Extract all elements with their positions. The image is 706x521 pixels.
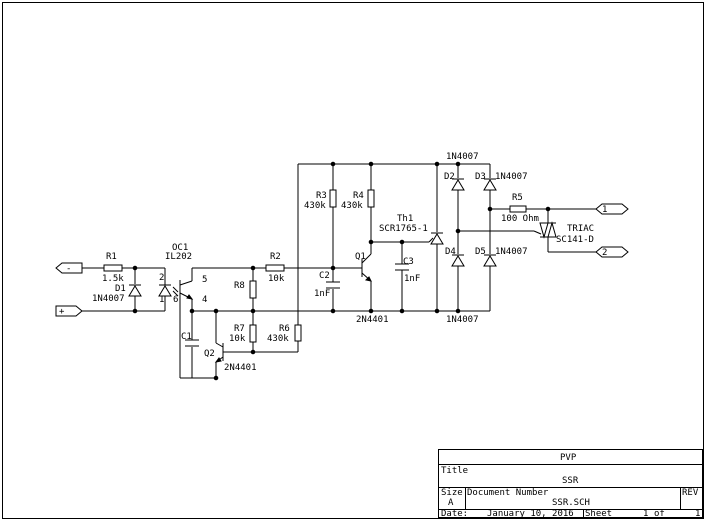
r6-ref: R6 bbox=[279, 324, 290, 334]
port-output-2-label: 2 bbox=[602, 248, 607, 258]
q2-ref: Q2 bbox=[204, 349, 215, 359]
r4-value: 430k bbox=[341, 201, 363, 211]
resistor-r8: R8 bbox=[234, 280, 257, 299]
d1-ref: D1 bbox=[115, 284, 126, 294]
c3-ref: C3 bbox=[403, 257, 414, 267]
title-block-sheet-of: of bbox=[654, 509, 665, 519]
title-block-doc-number-label: Document Number bbox=[467, 488, 549, 498]
title-block-title: SSR bbox=[562, 476, 579, 486]
title-block-company: PVP bbox=[560, 453, 577, 463]
resistor-r7: R7 10k bbox=[229, 324, 257, 344]
oc1-pin4: 4 bbox=[202, 295, 207, 305]
triac-value: SC141-D bbox=[556, 235, 594, 245]
capacitor-c2: C2 1nF bbox=[314, 271, 340, 299]
title-block-title-label: Title bbox=[441, 466, 468, 476]
title-block: PVP Title SSR Size A Document Number SSR… bbox=[438, 449, 703, 519]
port-output-1-label: 1 bbox=[602, 205, 607, 215]
c3-value: 1nF bbox=[404, 274, 420, 284]
scr-th1: Th1 SCR1765-1 bbox=[379, 214, 444, 245]
resistor-r1: R1 1.5k bbox=[102, 252, 124, 284]
junctions bbox=[132, 161, 551, 381]
diode-d3: D3 1N4007 bbox=[475, 172, 528, 191]
r3-ref: R3 bbox=[316, 191, 327, 201]
resistor-r3: R3 430k bbox=[304, 189, 337, 211]
port-input-minus: - bbox=[55, 262, 83, 274]
r7-ref: R7 bbox=[234, 324, 245, 334]
title-block-size-label: Size bbox=[441, 488, 463, 498]
r6-value: 430k bbox=[267, 334, 289, 344]
port-input-minus-label: - bbox=[66, 264, 71, 274]
resistor-r4: R4 430k bbox=[341, 189, 375, 211]
d1-value: 1N4007 bbox=[92, 294, 125, 304]
port-input-plus-label: + bbox=[59, 307, 65, 317]
r1-ref: R1 bbox=[106, 252, 117, 262]
q1-ref: Q1 bbox=[355, 252, 366, 262]
d3-value: 1N4007 bbox=[495, 172, 528, 182]
resistor-r2: R2 10k bbox=[265, 252, 285, 284]
q1-value: 2N4401 bbox=[356, 315, 389, 325]
oc1-value: IL202 bbox=[165, 252, 192, 262]
port-output-2: 2 bbox=[595, 246, 629, 258]
triac-ref: TRIAC bbox=[567, 224, 594, 234]
bridge-bottom-label: 1N4007 bbox=[446, 315, 479, 325]
c2-ref: C2 bbox=[319, 271, 330, 281]
oc1-pin2: 2 bbox=[159, 273, 164, 283]
r5-value: 100 Ohm bbox=[501, 214, 539, 224]
title-block-sheet-total: 1 bbox=[695, 509, 700, 519]
c1-ref: C1 bbox=[181, 332, 192, 342]
title-block-sheet-label: Sheet bbox=[585, 509, 612, 519]
th1-ref: Th1 bbox=[397, 214, 413, 224]
oc1-pin1: 1 bbox=[159, 295, 164, 305]
oc1-pin5: 5 bbox=[202, 275, 207, 285]
diode-d1: D1 1N4007 bbox=[92, 284, 142, 304]
resistor-r6: R6 430k bbox=[267, 324, 302, 344]
r7-value: 10k bbox=[229, 334, 246, 344]
port-output-1: 1 bbox=[595, 203, 629, 215]
triac: TRIAC SC141-D bbox=[533, 221, 594, 245]
diode-d4: D4 bbox=[445, 247, 465, 267]
transistor-q2: Q2 2N4401 bbox=[204, 342, 257, 373]
title-block-size: A bbox=[448, 498, 454, 508]
d5-ref: D5 bbox=[475, 247, 486, 257]
title-block-date: January 10, 2016 bbox=[487, 509, 574, 519]
capacitor-c1: C1 bbox=[181, 332, 199, 347]
bridge-top-label: 1N4007 bbox=[446, 152, 479, 162]
port-input-plus: + bbox=[55, 305, 83, 317]
c2-value: 1nF bbox=[314, 289, 330, 299]
r1-value: 1.5k bbox=[102, 274, 124, 284]
transistor-q1: Q1 2N4401 bbox=[355, 252, 389, 325]
title-block-rev-label: REV bbox=[682, 488, 699, 498]
th1-value: SCR1765-1 bbox=[379, 224, 428, 234]
d2-ref: D2 bbox=[444, 172, 455, 182]
title-block-sheet-number: 1 bbox=[643, 509, 648, 519]
title-block-date-label: Date: bbox=[441, 509, 468, 519]
title-block-doc-number: SSR.SCH bbox=[552, 498, 590, 508]
d5-value: 1N4007 bbox=[495, 247, 528, 257]
r2-value: 10k bbox=[268, 274, 285, 284]
diode-d5: D5 1N4007 bbox=[475, 247, 528, 267]
r5-ref: R5 bbox=[512, 193, 523, 203]
oc1-pin6: 6 bbox=[173, 295, 178, 305]
q2-value: 2N4401 bbox=[224, 363, 257, 373]
resistor-r5: R5 100 Ohm bbox=[501, 193, 539, 224]
r4-ref: R4 bbox=[353, 191, 364, 201]
r2-ref: R2 bbox=[270, 252, 281, 262]
optocoupler-oc1: OC1 IL202 1 2 4 5 6 bbox=[158, 243, 207, 305]
r3-value: 430k bbox=[304, 201, 326, 211]
capacitor-c3: C3 1nF bbox=[395, 257, 420, 284]
oc1-ref: OC1 bbox=[172, 243, 188, 253]
diode-d2: D2 bbox=[444, 172, 465, 191]
d4-ref: D4 bbox=[445, 247, 456, 257]
d3-ref: D3 bbox=[475, 172, 486, 182]
r8-ref: R8 bbox=[234, 281, 245, 291]
